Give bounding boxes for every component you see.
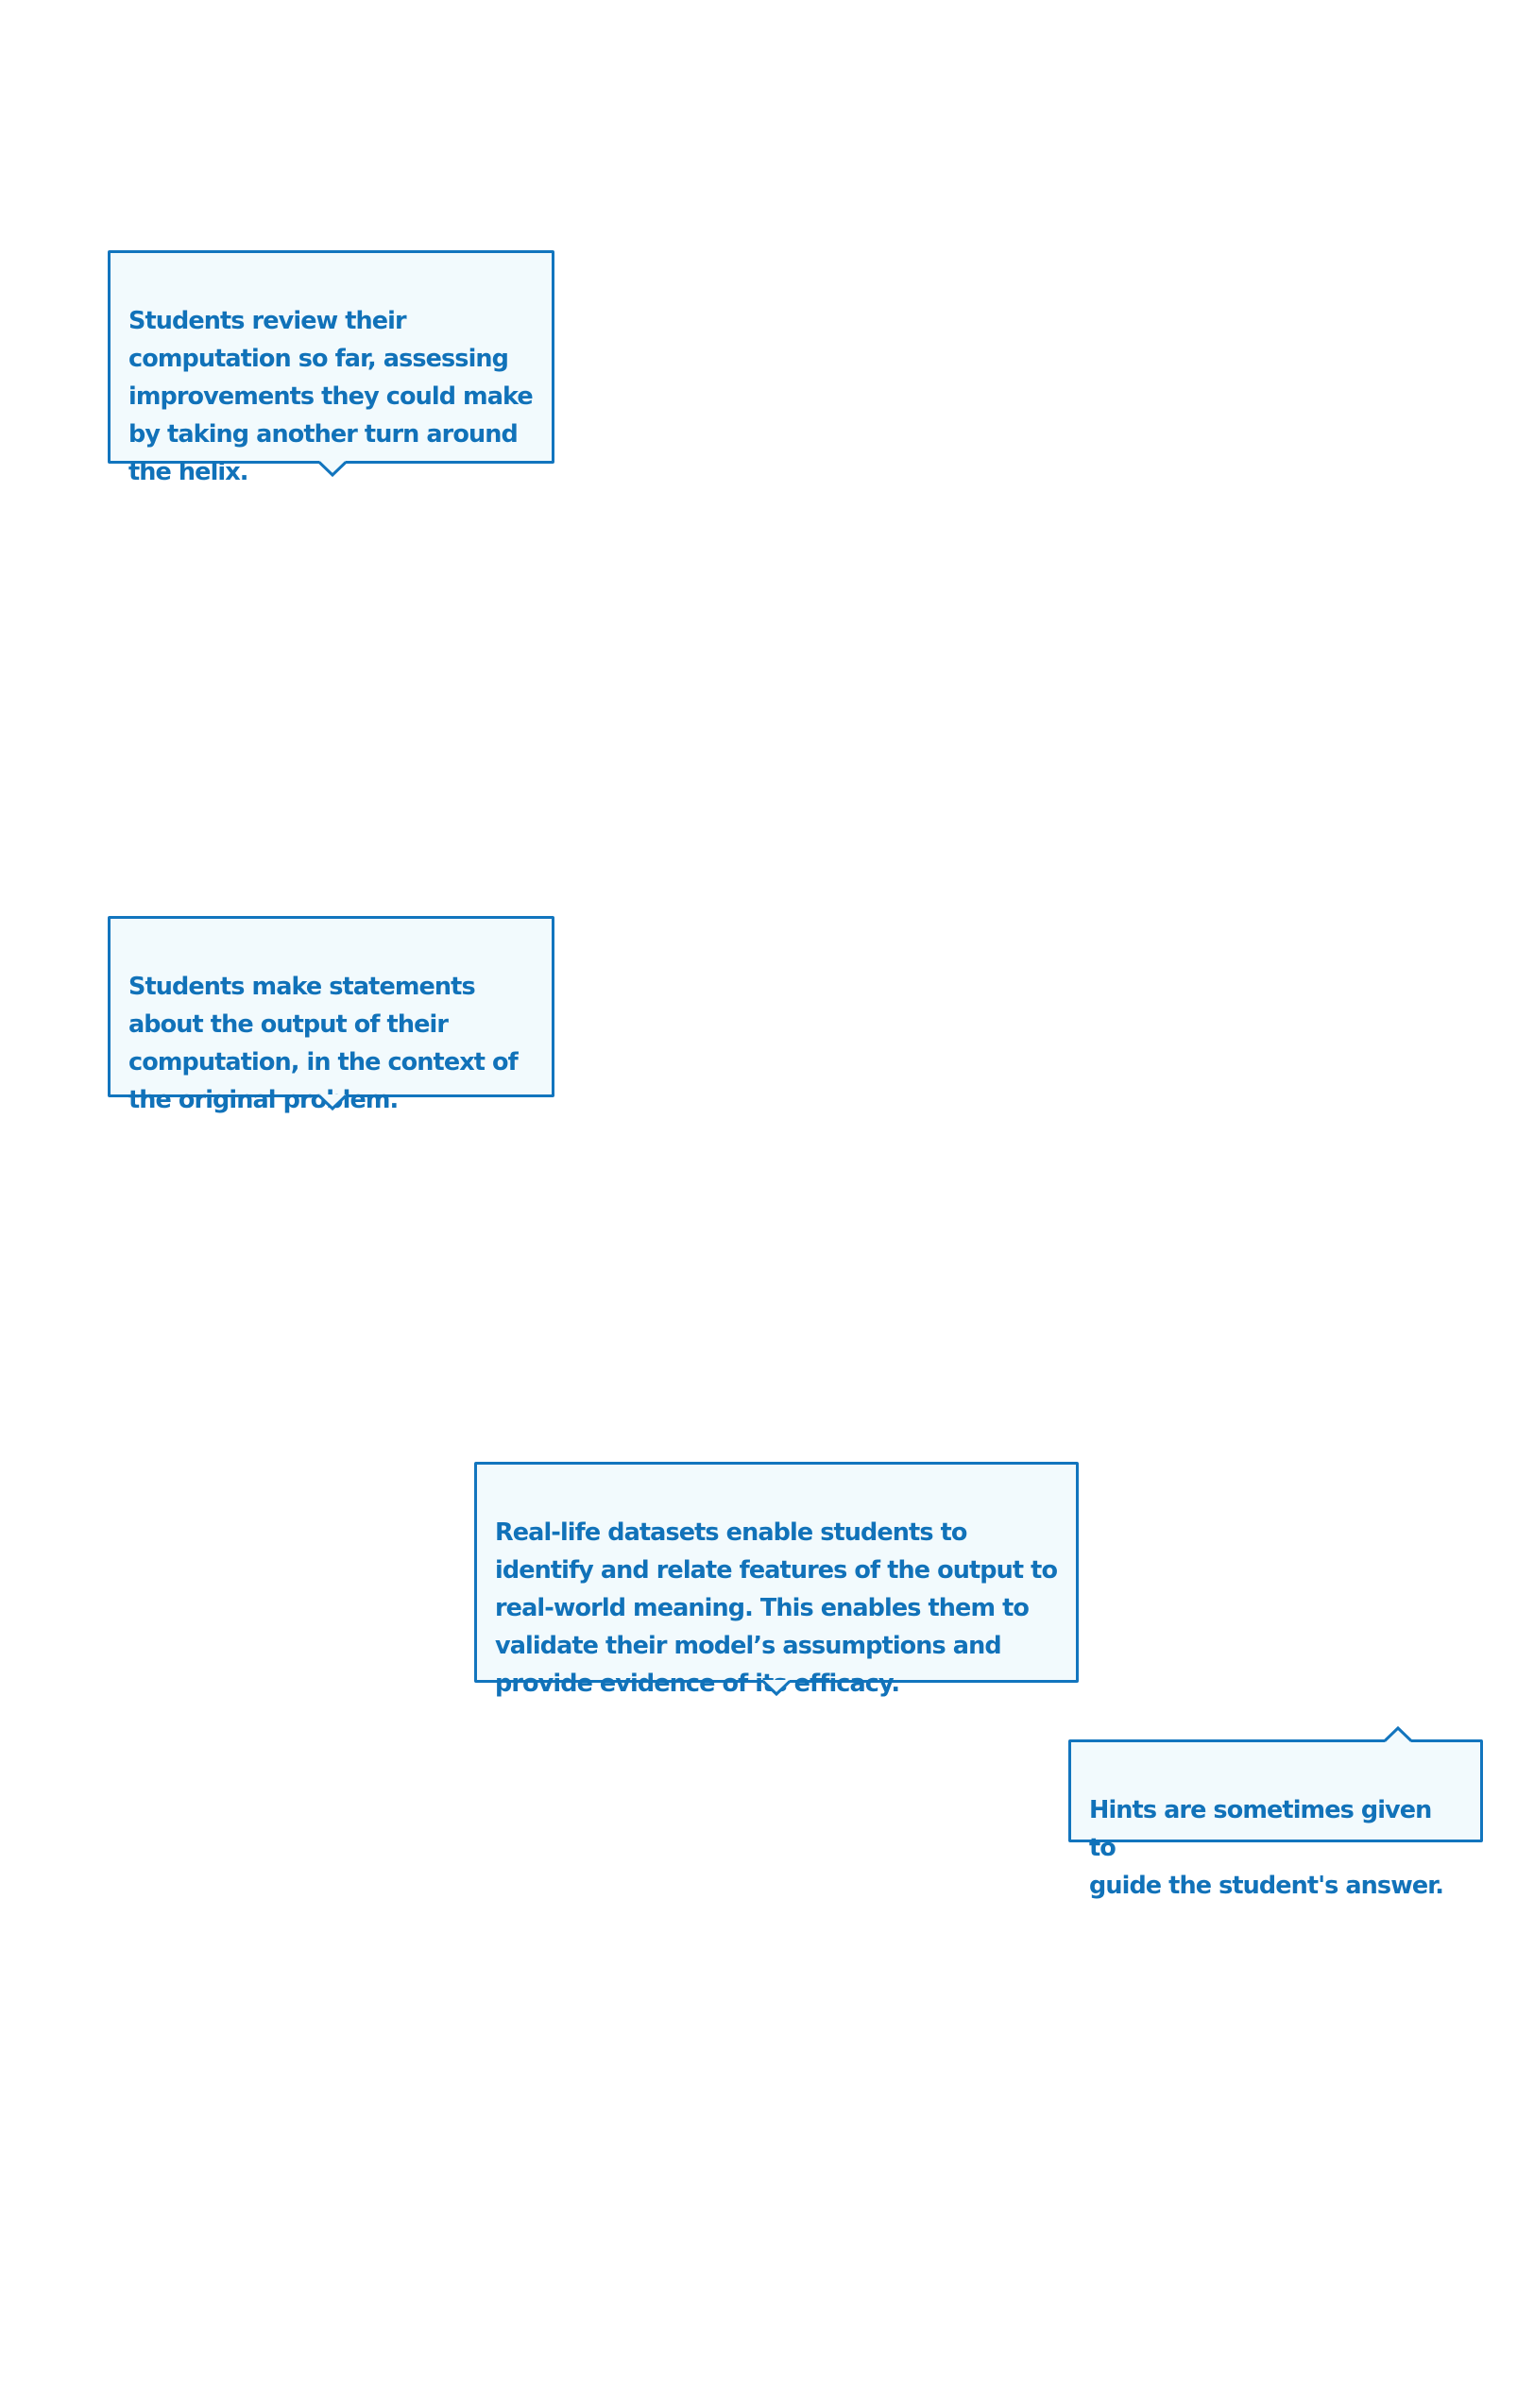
callout-output-statements: Students make statements about the outpu… [108,916,554,1114]
callout-text: Students make statements about the outpu… [128,973,519,1114]
callout-helix-review: Students review their computation so far… [108,250,554,486]
callout-text: Students review their computation so far… [128,307,534,486]
callout-hints: Hints are sometimes given to guide the s… [1068,1739,1483,1900]
callout-text: Real-life datasets enable students to id… [495,1518,1058,1698]
callout-real-life-datasets: Real-life datasets enable students to id… [474,1462,1079,1698]
callout-text: Hints are sometimes given to guide the s… [1089,1796,1444,1900]
